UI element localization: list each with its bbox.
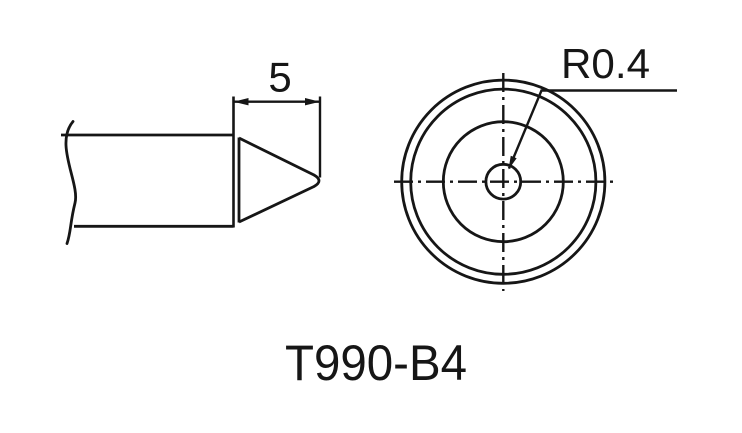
dimension-value-label: 5: [268, 54, 291, 101]
radius-callout-label: R0.4: [561, 40, 650, 87]
cone-outline: [238, 136, 321, 224]
leader-arrow-icon: [508, 155, 517, 170]
radius-leader-line: [507, 89, 677, 169]
drawing-title: T990-B4: [285, 335, 467, 391]
drawing-linework: [61, 73, 677, 291]
tip-radius-circle: [484, 162, 523, 201]
front-view: [394, 73, 677, 291]
side-view: [61, 96, 322, 245]
dimension-arrow-right-icon: [305, 98, 320, 106]
break-line: [64, 120, 78, 245]
dimension-arrow-left-icon: [233, 98, 249, 106]
